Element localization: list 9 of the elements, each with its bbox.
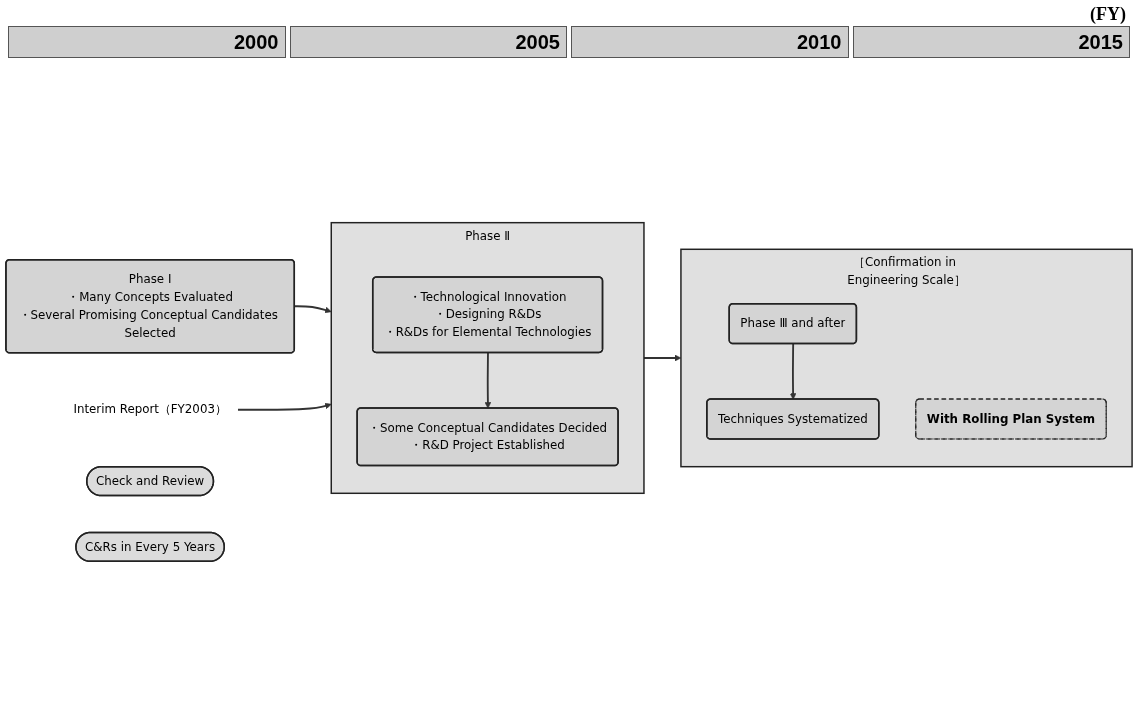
year-label: 2005 <box>515 30 561 54</box>
unit-label: (FY) <box>1090 4 1126 25</box>
year-label: 2000 <box>234 30 280 54</box>
arrow <box>789 343 797 400</box>
year-label: 2015 <box>1078 30 1124 54</box>
year-label: 2010 <box>797 30 843 54</box>
arrow <box>484 351 492 409</box>
node-text: Interim Report（FY2003） <box>73 402 227 417</box>
arrow <box>236 402 332 411</box>
